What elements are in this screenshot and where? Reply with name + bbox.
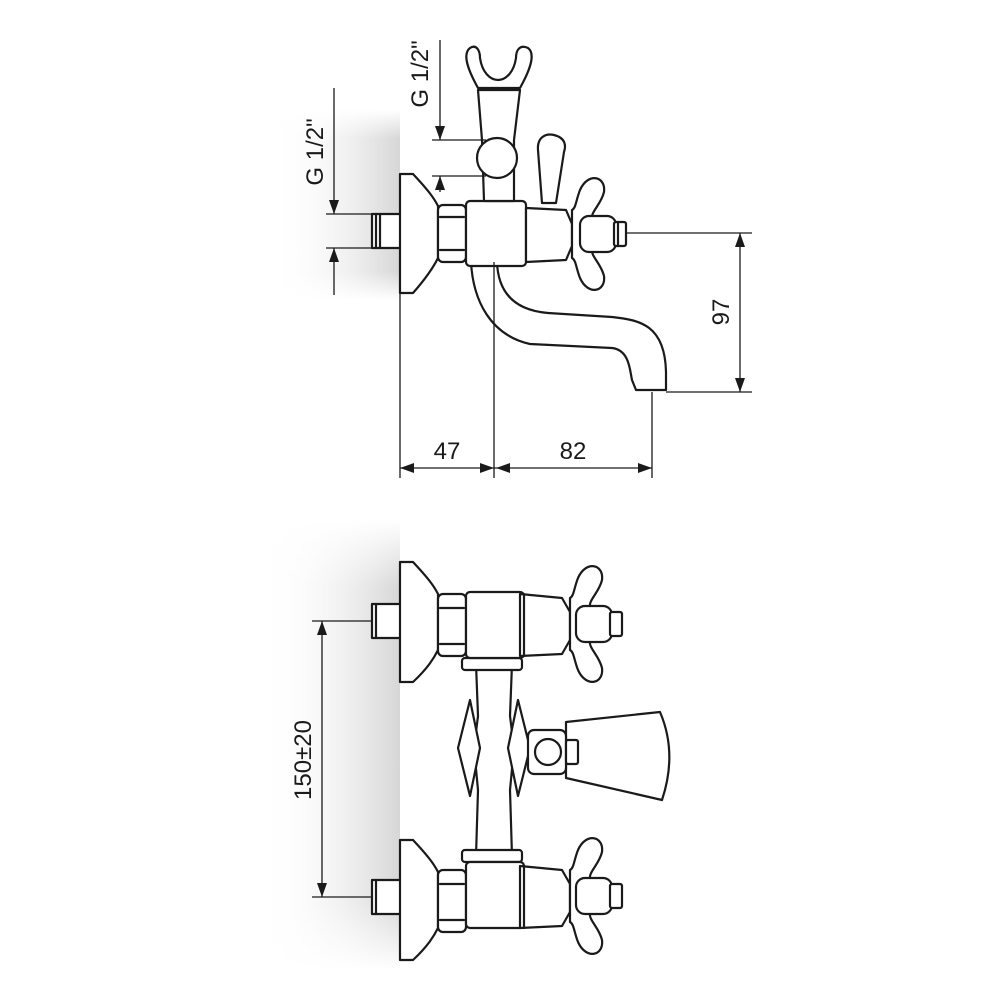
dimension-top-thread xyxy=(432,40,486,192)
front-view: 150±20 xyxy=(290,560,671,962)
spout xyxy=(469,260,668,392)
upper-valve xyxy=(370,560,624,684)
column-lever xyxy=(456,698,482,798)
dimension-label-top-thread: G 1/2" xyxy=(407,40,434,107)
dimension-spout-drop xyxy=(626,232,752,393)
column-lever-right xyxy=(506,698,532,798)
diverter-lever xyxy=(536,133,567,205)
dimension-horizontal xyxy=(399,262,653,478)
hex-nut xyxy=(436,203,468,264)
dimension-label-left-thread: G 1/2" xyxy=(302,118,329,185)
inlet-connector xyxy=(370,212,404,250)
dimension-label-center-to-spout: 82 xyxy=(560,438,587,465)
dimension-inlet-spacing xyxy=(312,620,372,898)
vertical-column xyxy=(472,662,516,858)
center-knob xyxy=(526,728,580,776)
shower-holder xyxy=(465,45,533,203)
cross-handle xyxy=(570,177,628,291)
mixer-body xyxy=(464,199,528,268)
upper-connector xyxy=(460,656,524,672)
wall-flange xyxy=(398,172,440,295)
side-view: G 1/2" G 1/2" 97 xyxy=(302,40,752,478)
valve-sleeve xyxy=(524,206,574,264)
dimension-left-thread xyxy=(326,88,372,295)
lower-connector xyxy=(460,848,524,864)
dimension-label-inlet-spacing: 150±20 xyxy=(290,720,317,800)
dimension-label-spout-drop: 97 xyxy=(708,299,735,326)
spout-front xyxy=(564,710,671,802)
dimension-label-wall-to-center: 47 xyxy=(434,438,461,465)
